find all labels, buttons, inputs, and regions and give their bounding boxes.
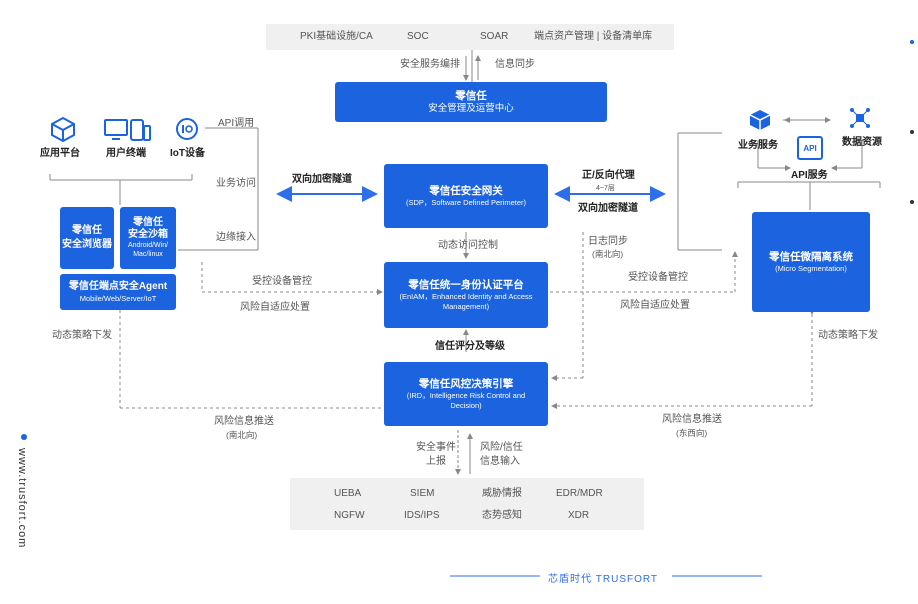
- label-api-call: API调用: [218, 118, 255, 129]
- ird-subtitle: (IRD，Intelligence Risk Control and Decis…: [406, 391, 526, 410]
- label-event-report-line2: 上报: [426, 456, 446, 467]
- bottom-item-siem: SIEM: [410, 488, 435, 499]
- label-edge-access: 边缘接入: [216, 232, 256, 243]
- bottom-item-ngfw: NGFW: [334, 510, 365, 521]
- footer-brand: 芯盾时代 TRUSFORT: [548, 574, 659, 585]
- ops-center-subtitle: 安全管理及运营中心: [428, 103, 514, 114]
- ops-center-box: 零信任 安全管理及运营中心: [335, 82, 607, 122]
- label-user-terminal: 用户终端: [106, 148, 146, 159]
- api-chip-icon: API: [797, 136, 823, 160]
- label-bidir-tunnel-right: 双向加密隧道: [578, 203, 638, 214]
- side-url: www.trusfort.com: [14, 434, 34, 564]
- ird-title: 零信任风控决策引擎: [418, 378, 514, 390]
- label-policy-left: 动态策略下发: [52, 330, 112, 341]
- micro-seg-subtitle: (Micro Segmentation): [775, 264, 847, 273]
- endpoint-agent-platforms: Mobile/Web/Server/IoT: [79, 294, 157, 303]
- top-item-soc: SOC: [407, 31, 429, 42]
- label-event-report-line1: 安全事件: [416, 442, 456, 453]
- label-service-orchestration: 安全服务编排: [400, 59, 460, 70]
- user-terminal-icon: [104, 119, 151, 141]
- label-dynamic-access: 动态访问控制: [438, 240, 498, 251]
- endpoint-agent-box: 零信任端点安全Agent Mobile/Web/Server/IoT: [60, 274, 176, 310]
- api-chip-label: API: [803, 143, 817, 153]
- label-risk-input-line1: 风险/信任: [480, 442, 523, 453]
- decor-dot-3: [910, 200, 914, 204]
- side-url-dot: [21, 434, 27, 440]
- label-log-direction: (南北向): [592, 249, 624, 259]
- bottom-item-ids: IDS/IPS: [404, 510, 440, 521]
- bottom-item-edr: EDR/MDR: [556, 488, 603, 499]
- label-data-resource: 数据资源: [842, 137, 882, 148]
- iam-title: 零信任统一身份认证平台: [408, 279, 524, 291]
- bottom-item-situation: 态势感知: [482, 510, 522, 521]
- iam-subtitle: (EnIAM，Enhanced Identity and Access Mana…: [399, 292, 533, 311]
- label-ctrl-right: 受控设备管控: [628, 272, 688, 283]
- decor-dot-2: [910, 130, 914, 134]
- label-biz-access: 业务访问: [216, 178, 256, 189]
- label-api-service: API服务: [791, 170, 828, 181]
- label-app-platform: 应用平台: [40, 148, 80, 159]
- bottom-item-xdr: XDR: [568, 510, 590, 521]
- label-risk-left: 风险自适应处置: [240, 302, 310, 313]
- top-system-bar: [266, 24, 674, 50]
- label-risk-push-right: 风险信息推送: [662, 414, 722, 425]
- endpoint-agent-title: 零信任端点安全Agent: [68, 281, 168, 292]
- secure-browser-title: 零信任 安全浏览器: [62, 225, 112, 250]
- gateway-box: 零信任安全网关 (SDP，Software Defined Perimeter): [384, 164, 548, 228]
- bottom-item-ueba: UEBA: [334, 488, 362, 499]
- label-ctrl-left: 受控设备管控: [252, 276, 312, 287]
- label-risk-push-right-dir: (东西向): [676, 428, 708, 438]
- secure-sandbox-platforms: Android/Win/ Mac/linux: [127, 242, 169, 258]
- top-item-pki: PKI基础设施/CA: [300, 31, 373, 42]
- label-risk-right: 风险自适应处置: [620, 300, 690, 311]
- decor-dot-1: [910, 40, 914, 44]
- label-business-service: 业务服务: [738, 140, 778, 151]
- label-risk-push-left-dir: (南北向): [226, 430, 258, 440]
- label-risk-push-left: 风险信息推送: [214, 416, 274, 427]
- micro-seg-title: 零信任微隔离系统: [769, 251, 853, 263]
- iot-device-icon: [176, 118, 198, 140]
- app-platform-icon: [51, 116, 75, 142]
- side-url-text: www.trusfort.com: [16, 448, 28, 549]
- label-proxy-layer: 4~7层: [596, 185, 615, 192]
- label-log-sync: 日志同步: [588, 236, 628, 247]
- gateway-title: 零信任安全网关: [429, 185, 503, 197]
- label-iot-device: IoT设备: [170, 148, 205, 159]
- business-service-icon: [749, 110, 771, 130]
- secure-sandbox-box: 零信任 安全沙箱 Android/Win/ Mac/linux: [120, 207, 176, 269]
- bottom-item-threat-intel: 威胁情报: [482, 488, 522, 499]
- label-trust-score: 信任评分及等级: [435, 341, 505, 352]
- label-bidir-tunnel-left: 双向加密隧道: [292, 174, 352, 185]
- bottom-system-bar: [290, 478, 644, 530]
- secure-sandbox-title: 零信任 安全沙箱: [128, 217, 168, 240]
- label-info-sync: 信息同步: [495, 59, 535, 70]
- data-resource-icon: [850, 108, 870, 128]
- secure-browser-box: 零信任 安全浏览器: [60, 207, 114, 269]
- iam-box: 零信任统一身份认证平台 (EnIAM，Enhanced Identity and…: [384, 262, 548, 328]
- ops-center-title: 零信任: [455, 90, 487, 102]
- top-item-asset: 端点资产管理 | 设备清单库: [534, 31, 653, 42]
- gateway-subtitle: (SDP，Software Defined Perimeter): [405, 198, 527, 207]
- ird-box: 零信任风控决策引擎 (IRD，Intelligence Risk Control…: [384, 362, 548, 426]
- label-policy-right: 动态策略下发: [818, 330, 878, 341]
- label-proxy: 正/反向代理: [582, 170, 635, 181]
- label-risk-input-line2: 信息输入: [480, 456, 520, 467]
- top-item-soar: SOAR: [480, 31, 509, 42]
- micro-seg-box: 零信任微隔离系统 (Micro Segmentation): [752, 212, 870, 312]
